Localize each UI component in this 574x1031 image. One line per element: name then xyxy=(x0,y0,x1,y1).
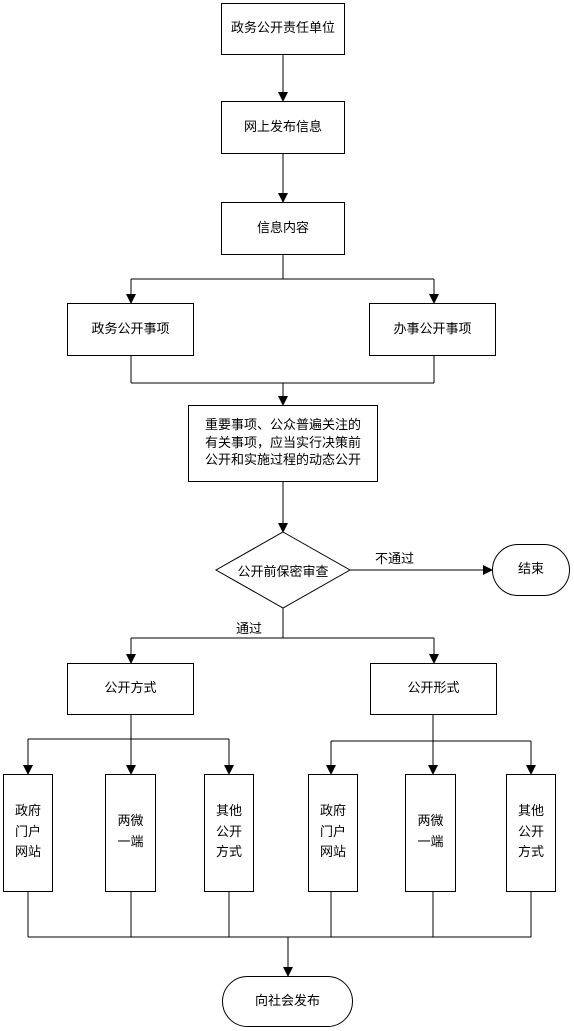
child-line: 一端 xyxy=(417,835,444,850)
node-label: 网上发布信息 xyxy=(243,119,322,135)
child-line: 两微 xyxy=(417,814,444,830)
node-publish: 向社会发布 xyxy=(222,976,353,1027)
form-child-portal: 政府门户网站 xyxy=(308,774,358,892)
child-line: 方式 xyxy=(517,845,544,861)
method-child-other: 其他公开方式 xyxy=(204,774,254,892)
node-label: 重要事项、公众普遍关注的有关事项，应当实行决策前公开和实施过程的动态公开 xyxy=(204,418,361,469)
review-diamond xyxy=(214,531,352,609)
child-line: 方式 xyxy=(215,845,242,861)
child-line: 网站 xyxy=(14,845,41,861)
child-line: 门户 xyxy=(14,824,41,840)
node-office-affairs: 办事公开事项 xyxy=(369,303,496,356)
node-label: 政务公开事项 xyxy=(91,321,170,337)
child-line: 网站 xyxy=(319,845,346,861)
child-line: 门户 xyxy=(319,824,346,840)
method-child-social: 两微一端 xyxy=(105,774,156,892)
node-label: 结束 xyxy=(517,562,544,578)
node-label: 办事公开事项 xyxy=(393,321,472,337)
node-online-publish: 网上发布信息 xyxy=(221,101,345,154)
node-form: 公开形式 xyxy=(370,663,497,715)
node-major-matters: 重要事项、公众普遍关注的有关事项，应当实行决策前公开和实施过程的动态公开 xyxy=(188,405,378,482)
form-child-other: 其他公开方式 xyxy=(506,774,556,892)
child-line: 一端 xyxy=(117,835,144,850)
child-line: 其他 xyxy=(215,803,242,819)
node-review: 公开前保密审查 xyxy=(237,565,329,580)
child-line: 两微 xyxy=(117,814,144,830)
edge-fail-label: 不通过 xyxy=(375,552,415,567)
form-child-social: 两微一端 xyxy=(405,774,456,892)
node-label: 向社会发布 xyxy=(254,993,320,1009)
node-responsible-unit: 政务公开责任单位 xyxy=(221,3,345,55)
node-label: 公开形式 xyxy=(407,681,460,697)
node-label: 政务公开责任单位 xyxy=(230,21,335,37)
node-label: 公开方式 xyxy=(104,681,157,697)
node-label: 信息内容 xyxy=(256,220,309,236)
child-line: 公开 xyxy=(215,824,242,840)
node-method: 公开方式 xyxy=(67,663,194,715)
child-line: 政府 xyxy=(14,803,41,819)
edge-pass-label: 通过 xyxy=(236,622,263,637)
child-line: 政府 xyxy=(319,803,346,819)
node-info-content: 信息内容 xyxy=(221,202,345,255)
child-line: 公开 xyxy=(517,824,544,840)
node-gov-affairs: 政务公开事项 xyxy=(67,303,194,356)
child-line: 其他 xyxy=(517,803,544,819)
node-end: 结束 xyxy=(492,544,570,596)
method-child-portal: 政府门户网站 xyxy=(3,774,53,892)
